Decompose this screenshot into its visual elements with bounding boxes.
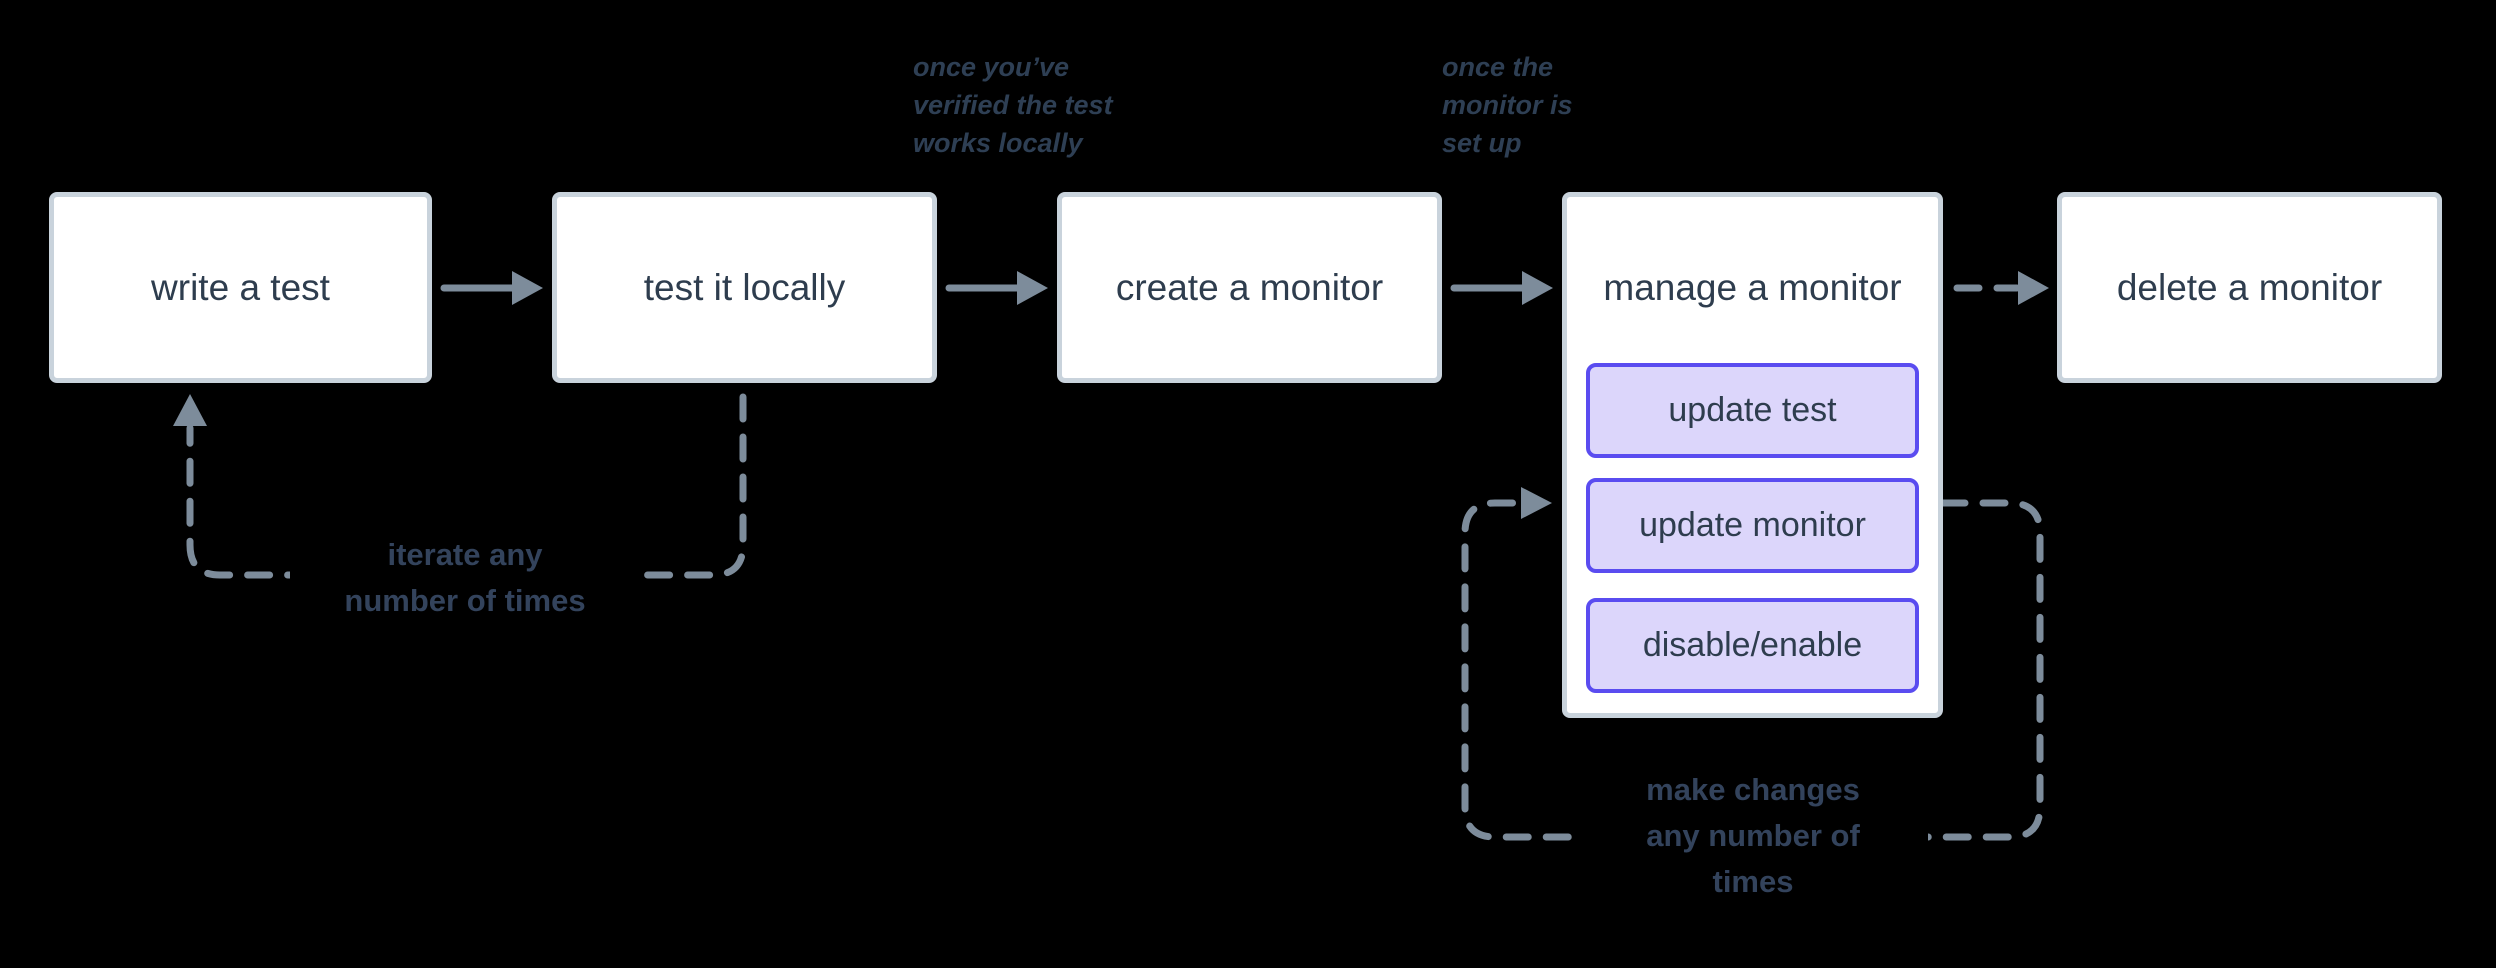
loop-label-line: iterate any [387, 537, 543, 572]
node-test-it-locally: test it locally [552, 192, 937, 383]
annotation-line: once you’ve [913, 52, 1070, 82]
subnode-update-test: update test [1586, 363, 1919, 458]
annotation-verified-locally: once you’ve verified the test works loca… [913, 48, 1113, 162]
loop-label-line: times [1712, 864, 1794, 899]
loop-iterate-arrowhead [173, 394, 207, 426]
annotation-line: once the [1442, 52, 1554, 82]
node-label: test it locally [643, 266, 846, 308]
node-label-text: manage a monitor [1603, 267, 1902, 308]
annotation-line: verified the test [913, 90, 1113, 120]
subnode-label: disable/enable [1642, 626, 1863, 664]
node-label: create a monitor [1115, 266, 1384, 308]
loop-label-line: any number of [1646, 818, 1860, 853]
subnode-label: update test [1668, 391, 1837, 429]
subnode-update-monitor: update monitor [1586, 478, 1919, 573]
loop-label-make-changes: make changes any number of times [1578, 767, 1928, 905]
node-label: write a test [151, 266, 330, 308]
subnode-disable-enable: disable/enable [1586, 598, 1919, 693]
loop-label-iterate: iterate any number of times [290, 532, 640, 624]
node-manage-a-monitor: manage a monitor update test update moni… [1562, 192, 1943, 718]
annotation-monitor-set-up: once the monitor is set up [1442, 48, 1573, 162]
annotation-line: monitor is [1442, 90, 1573, 120]
subnode-label: update monitor [1639, 506, 1866, 544]
arrow-manage-to-delete-head [2018, 271, 2049, 305]
node-delete-a-monitor: delete a monitor [2057, 192, 2442, 383]
node-write-a-test: write a test [49, 192, 432, 383]
annotation-line: works locally [913, 128, 1083, 158]
loop-make-changes-arrowhead [1521, 487, 1552, 519]
arrow-write-to-test-head [512, 271, 543, 305]
loop-label-line: make changes [1646, 772, 1860, 807]
loop-label-line: number of times [344, 583, 586, 618]
arrow-create-to-manage-head [1522, 271, 1553, 305]
arrow-test-to-create-head [1017, 271, 1048, 305]
node-label: delete a monitor [2116, 266, 2383, 308]
node-create-a-monitor: create a monitor [1057, 192, 1442, 383]
annotation-line: set up [1442, 128, 1522, 158]
node-label: manage a monitor [1567, 197, 1938, 379]
